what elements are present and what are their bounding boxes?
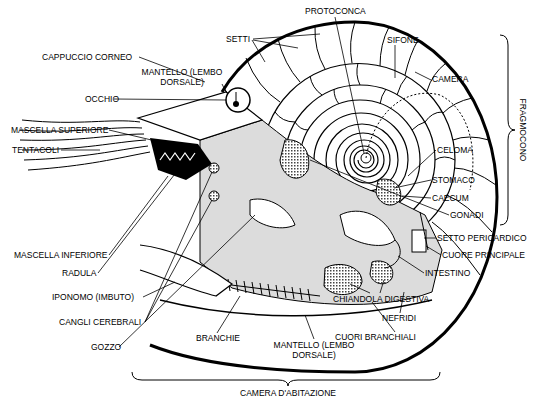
septum	[275, 112, 295, 122]
section-label: CAMERA D'ABITAZIONE	[240, 388, 336, 398]
part-label: MASCELLA INFERIORE	[14, 250, 108, 260]
part-label: MASCELLA SUPERIORE	[11, 125, 108, 135]
part-label: MANTELLO (LEMBO DORSALE)	[137, 67, 227, 87]
part-label: PROTOCONCA	[305, 6, 366, 16]
part-label: SETTI	[226, 34, 250, 44]
ganglion	[209, 191, 219, 201]
part-label: OCCHIO	[85, 94, 119, 104]
leader-line	[119, 215, 255, 347]
septum	[278, 39, 300, 82]
septum	[295, 122, 308, 130]
part-label: STOMACO	[432, 175, 475, 185]
part-label: TENTACOLI	[12, 145, 59, 155]
part-label: GONADI	[450, 210, 484, 220]
leader-line	[398, 256, 424, 273]
septum	[246, 58, 280, 102]
septum	[397, 76, 407, 95]
bracket	[500, 35, 515, 225]
septum	[425, 112, 442, 122]
part-label: MANTELLO (LEMBO DORSALE)	[269, 340, 359, 360]
digestive-gland	[370, 261, 393, 284]
septum	[310, 76, 322, 95]
septum	[380, 27, 389, 66]
funnel	[140, 245, 232, 296]
leader-line	[395, 45, 396, 78]
eye-stalk	[236, 92, 237, 104]
leader-line	[335, 17, 364, 153]
septum	[412, 122, 425, 130]
leader-line	[415, 72, 431, 80]
septum	[334, 89, 339, 104]
digestive-gland	[324, 264, 362, 294]
part-label: CANGLI CEREBRALI	[59, 317, 141, 327]
part-label: NEFRIDI	[382, 313, 416, 323]
gill-lamellae	[220, 278, 310, 301]
organ-gonad	[280, 140, 309, 178]
leader-line	[143, 282, 175, 297]
crop	[250, 199, 295, 228]
leader-line	[350, 280, 384, 293]
septum	[405, 40, 418, 75]
leader-line	[394, 180, 431, 188]
tentacle	[22, 120, 140, 122]
part-label: CELOMA	[437, 145, 473, 155]
leader-line	[424, 238, 436, 239]
ganglion	[209, 163, 219, 173]
part-label: IPONOMO (IMBUTO)	[52, 292, 134, 302]
bracket	[132, 372, 440, 386]
leader-line	[408, 150, 436, 176]
septum	[380, 89, 386, 104]
beak	[150, 138, 212, 180]
septum	[435, 157, 455, 160]
organ-caecum	[376, 179, 401, 205]
part-label: CAMERA	[432, 74, 468, 84]
leader-line	[222, 84, 226, 92]
stomach	[340, 211, 395, 245]
septum	[351, 22, 355, 63]
septum	[443, 98, 472, 113]
part-label: CAECUM	[432, 193, 469, 203]
leader-line	[252, 34, 320, 62]
leader-line	[217, 296, 240, 333]
leader-line	[426, 246, 441, 255]
part-label: RADULA	[62, 268, 96, 278]
septum	[315, 26, 325, 69]
heart	[412, 230, 426, 252]
section-label: FRAGMOCONO	[518, 99, 528, 162]
part-label: CUORE PRINCIPALE	[442, 250, 525, 260]
part-label: SETTO PERICARDICO	[437, 233, 527, 243]
part-label: INTESTINO	[425, 268, 470, 278]
eye	[226, 88, 250, 112]
leader-line	[61, 150, 100, 151]
beak-teeth	[160, 153, 195, 160]
leader-line	[109, 130, 160, 142]
part-label: SIFONE	[387, 35, 419, 45]
pericardial-septum	[420, 212, 428, 250]
leader-line	[305, 315, 314, 339]
leader-line	[145, 172, 212, 322]
part-label: CAPPUCCIO CORNEO	[42, 52, 132, 62]
gills	[215, 278, 320, 301]
part-label: GOZZO	[91, 342, 121, 352]
leader-line	[114, 99, 226, 100]
intestine	[385, 240, 400, 268]
leader-line	[109, 176, 168, 255]
septum	[357, 63, 360, 85]
part-label: CHIANDOLA DIGESTIVA	[333, 294, 429, 304]
leader-line	[310, 160, 449, 215]
leader-line	[98, 170, 178, 273]
part-label: BRANCHIE	[196, 333, 240, 343]
visceral-mass	[200, 120, 442, 304]
